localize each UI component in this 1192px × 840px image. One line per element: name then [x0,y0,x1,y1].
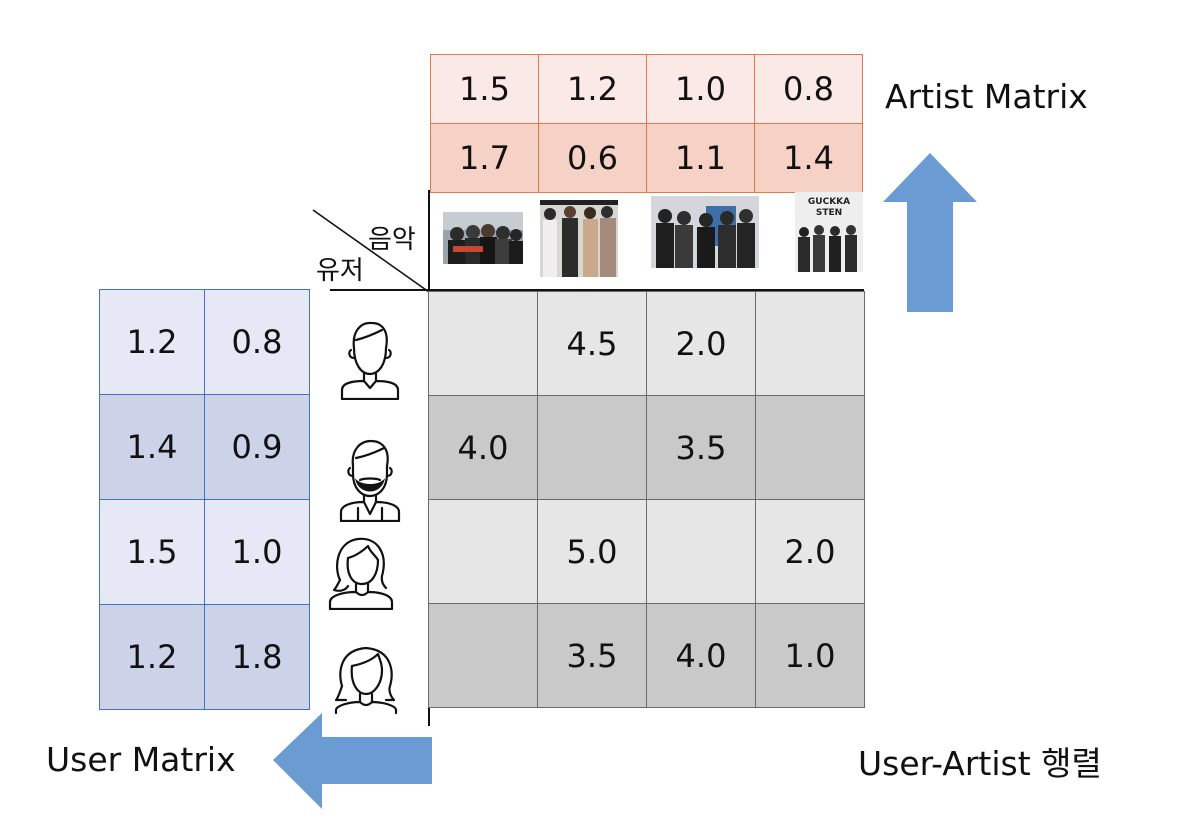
arrow-up-icon [883,153,977,312]
rating-matrix-cell: 1.0 [755,603,865,708]
header-user-label: 유저 [316,256,364,286]
rating-matrix-cell [428,603,538,708]
artist-matrix-label: Artist Matrix [885,77,1088,116]
rating-matrix-cell [755,395,865,500]
band-photo-2 [540,200,618,277]
rating-matrix-cell: 3.5 [646,395,756,500]
artist-matrix-cell: 1.1 [646,123,755,193]
user-matrix-cell: 1.2 [99,289,205,395]
man-short-hair-icon [340,321,400,400]
user-artist-matrix-label: User-Artist 행렬 [858,744,1102,783]
rating-matrix-cell [428,291,538,396]
user-matrix-label: User Matrix [46,740,236,779]
woman-long-hair-icon [328,537,394,610]
rating-matrix-cell [755,291,865,396]
artist-matrix-cell: 1.5 [430,54,539,124]
rating-matrix-cell: 5.0 [537,499,647,604]
artist-matrix-cell: 1.4 [754,123,863,193]
svg-text:GUCKKA: GUCKKA [808,197,850,207]
user-matrix-cell: 0.9 [204,394,310,500]
artist-matrix-cell: 0.6 [538,123,647,193]
header-diagonal [312,209,430,293]
rating-matrix-cell [537,395,647,500]
user-matrix-cell: 0.8 [204,289,310,395]
svg-text:STEN: STEN [816,208,842,218]
artist-matrix-cell: 1.7 [430,123,539,193]
band-photo-4: GUCKKA STEN [795,192,863,272]
rating-matrix-cell: 3.5 [537,603,647,708]
band-photo-3 [651,196,759,268]
rating-matrix-cell: 2.0 [646,291,756,396]
rating-matrix-cell: 4.0 [428,395,538,500]
man-beard-icon [339,439,401,522]
user-matrix-cell: 1.0 [204,499,310,605]
user-matrix-cell: 1.5 [99,499,205,605]
rating-matrix-cell: 4.0 [646,603,756,708]
rating-matrix-cell: 4.5 [537,291,647,396]
user-matrix-cell: 1.4 [99,394,205,500]
user-matrix-cell: 1.8 [204,604,310,710]
woman-bob-hair-icon [334,646,398,714]
artist-matrix-cell: 1.2 [538,54,647,124]
rating-matrix-cell [428,499,538,604]
header-music-label: 음악 [368,225,416,255]
rating-matrix-cell: 2.0 [755,499,865,604]
header-vertical-line [428,190,430,290]
user-matrix-cell: 1.2 [99,604,205,710]
band-photo-1 [443,212,523,264]
matrix-left-tick [428,700,430,726]
header-horizontal-line [330,289,864,291]
rating-matrix-cell [646,499,756,604]
artist-matrix-cell: 0.8 [754,54,863,124]
artist-matrix-cell: 1.0 [646,54,755,124]
arrow-left-icon [273,713,432,809]
